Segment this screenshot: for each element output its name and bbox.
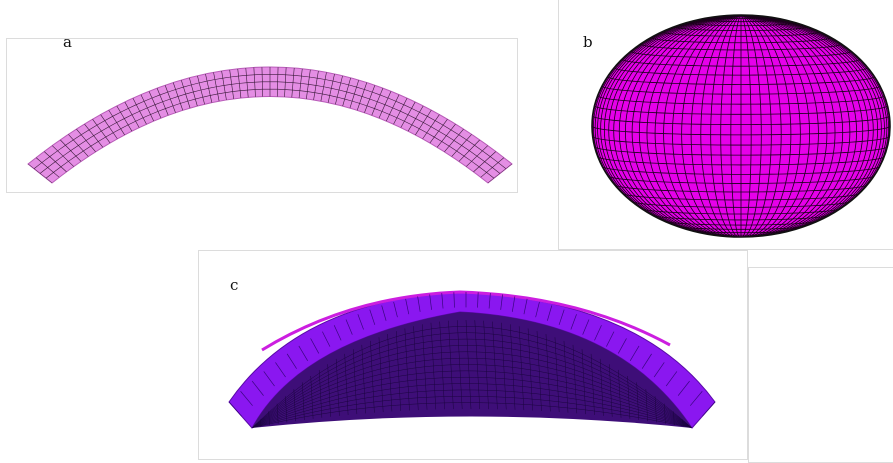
panel-b-frame <box>558 0 893 250</box>
panel-a-label: a <box>63 33 72 51</box>
panel-c-frame <box>198 250 748 460</box>
panel-a-frame <box>6 38 518 193</box>
panel-c-label: c <box>230 276 239 294</box>
panel-b-label: b <box>583 33 593 51</box>
